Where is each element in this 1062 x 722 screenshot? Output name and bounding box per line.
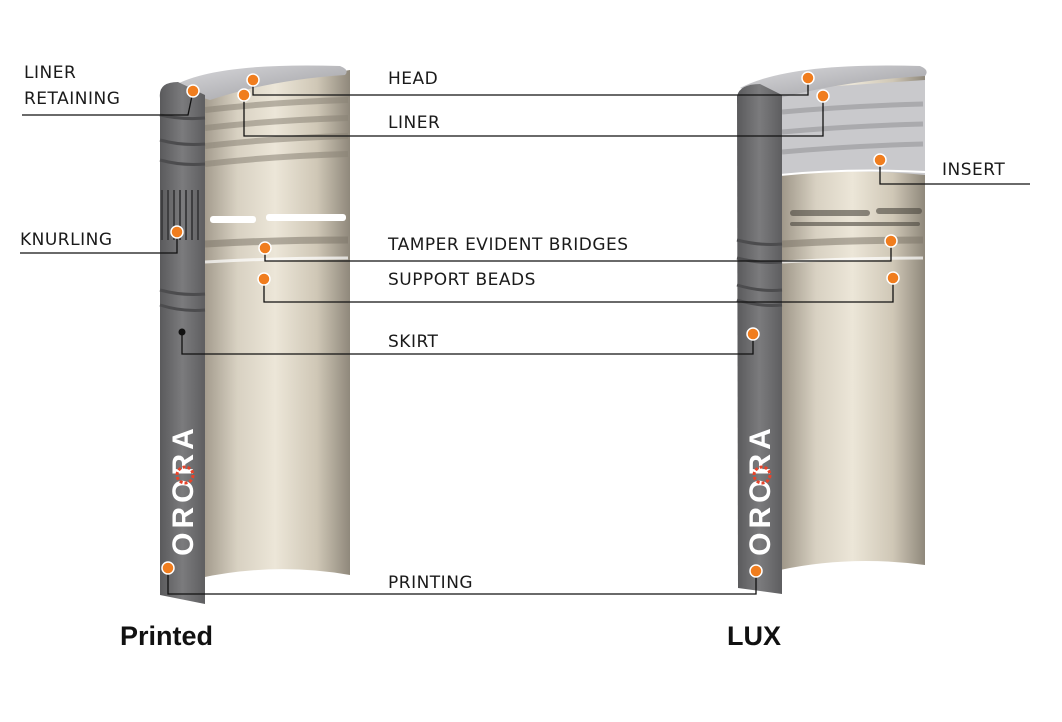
marker-printing-left <box>161 561 175 575</box>
callout-labels: LINER RETAINING HEAD LINER INSERT KNURLI… <box>20 63 1005 593</box>
label-knurling: KNURLING <box>20 230 113 250</box>
marker-insert <box>873 153 887 167</box>
caption-lux: LUX <box>727 621 781 651</box>
label-tamper-evident-bridges: TAMPER EVIDENT BRIDGES <box>387 235 629 255</box>
label-liner-retaining-line2: RETAINING <box>24 89 120 109</box>
marker-head-left <box>246 73 260 87</box>
label-skirt: SKIRT <box>388 332 439 352</box>
lux-closure-illustration: ORORA <box>736 65 927 594</box>
printed-brand-logo: ORORA <box>167 424 200 556</box>
marker-skirt-left <box>178 328 186 336</box>
label-liner: LINER <box>388 113 440 133</box>
marker-bridges-left <box>258 241 272 255</box>
marker-beads-right <box>886 271 900 285</box>
svg-text:ORORA: ORORA <box>167 424 200 556</box>
marker-bridges-right <box>884 234 898 248</box>
label-support-beads: SUPPORT BEADS <box>388 270 536 290</box>
marker-printing-right <box>749 564 763 578</box>
label-insert: INSERT <box>942 160 1005 180</box>
label-head: HEAD <box>388 69 438 89</box>
lux-brand-logo: ORORA <box>744 424 777 556</box>
caption-printed: Printed <box>120 621 213 651</box>
marker-beads-left <box>257 272 271 286</box>
printed-closure-illustration: ORORA <box>159 65 350 604</box>
marker-head-right <box>801 71 815 85</box>
svg-text:ORORA: ORORA <box>744 424 777 556</box>
marker-liner-right <box>816 89 830 103</box>
marker-knurling <box>170 225 184 239</box>
label-liner-retaining-line1: LINER <box>24 63 76 83</box>
label-printing: PRINTING <box>388 573 473 593</box>
marker-liner-retaining <box>186 84 200 98</box>
callout-markers <box>161 71 900 578</box>
marker-skirt-right <box>746 327 760 341</box>
marker-liner-left <box>237 88 251 102</box>
